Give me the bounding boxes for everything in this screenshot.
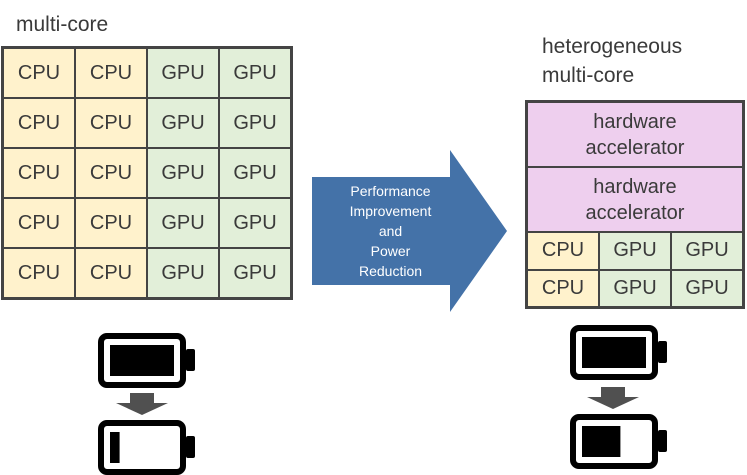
cpu-core: CPU: [75, 98, 147, 148]
battery-charge: [582, 337, 646, 368]
gpu-core: GPU: [219, 248, 291, 298]
heterogeneous-title-line: heterogeneous: [542, 35, 683, 58]
battery-charge: [110, 432, 120, 463]
cpu-core: CPU: [75, 198, 147, 248]
battery-full-icon: [98, 333, 195, 388]
gpu-core: GPU: [147, 98, 219, 148]
accelerator-label: hardware: [593, 110, 677, 133]
battery-low-icon: [98, 420, 195, 475]
heterogeneous-title: heterogeneous multi-core: [542, 32, 682, 90]
gpu-core: GPU: [671, 232, 743, 270]
cpu-core: CPU: [3, 248, 75, 298]
cpu-core: CPU: [3, 48, 75, 98]
transition-arrow: [312, 150, 507, 312]
gpu-core: GPU: [599, 232, 671, 270]
battery-charge: [582, 426, 621, 457]
gpu-core: GPU: [147, 148, 219, 198]
arrow-label-line: Power: [370, 243, 411, 259]
cpu-core: CPU: [3, 148, 75, 198]
battery-medium-icon: [570, 414, 667, 469]
down-arrow-icon: [116, 393, 168, 415]
cpu-core: CPU: [3, 198, 75, 248]
heterogeneous-grid: hardware accelerator hardware accelerato…: [525, 100, 745, 309]
gpu-core: GPU: [219, 198, 291, 248]
gpu-core: GPU: [219, 48, 291, 98]
gpu-core: GPU: [219, 148, 291, 198]
cpu-core: CPU: [527, 232, 599, 270]
battery-full-icon: [570, 325, 667, 380]
gpu-core: GPU: [599, 269, 671, 307]
battery-charge: [110, 345, 174, 376]
cpu-core: CPU: [75, 248, 147, 298]
heterogeneous-title-line: multi-core: [542, 64, 635, 87]
arrow-shape: [312, 150, 507, 312]
hardware-accelerator: hardware accelerator: [527, 167, 743, 232]
down-arrow-icon: [587, 387, 639, 409]
arrow-label-line: Improvement: [349, 203, 432, 219]
multi-core-title: multi-core: [16, 13, 109, 36]
arrow-label-line: Reduction: [358, 263, 423, 279]
gpu-core: GPU: [219, 98, 291, 148]
gpu-core: GPU: [671, 269, 743, 307]
accelerator-label: hardware: [593, 175, 677, 198]
cpu-core: CPU: [75, 48, 147, 98]
hardware-accelerator: hardware accelerator: [527, 102, 743, 167]
gpu-core: GPU: [147, 248, 219, 298]
arrow-label-line: Performance: [350, 183, 431, 199]
arrow-label-line: and: [378, 223, 403, 239]
gpu-core: GPU: [147, 198, 219, 248]
arrow-label: Performance Improvement and Power Reduct…: [318, 181, 463, 281]
cpu-core: CPU: [3, 98, 75, 148]
cpu-core: CPU: [527, 269, 599, 307]
accelerator-label: accelerator: [585, 136, 685, 159]
cpu-core: CPU: [75, 148, 147, 198]
accelerator-label: accelerator: [585, 201, 685, 224]
multi-core-grid: CPU CPU GPU GPU CPU CPU GPU GPU CPU CPU …: [1, 46, 293, 300]
gpu-core: GPU: [147, 48, 219, 98]
